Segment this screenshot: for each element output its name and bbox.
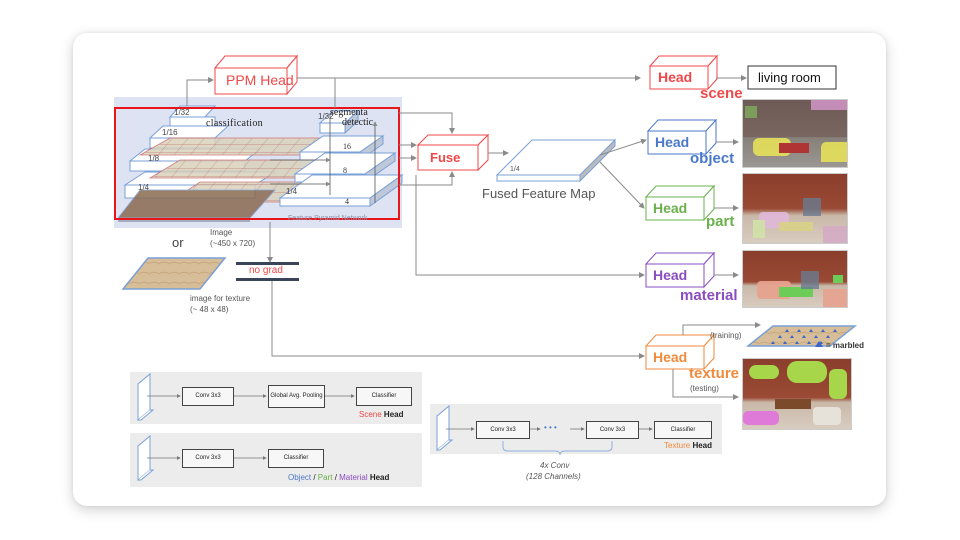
scene-head-caption: Scene Head [359,411,403,419]
texture-image-label-1: image for texture [190,294,251,303]
ppm-head-box [213,54,299,96]
texture-caption-rest: Head [690,441,713,450]
scene-conv-block: Conv 3x3 [182,387,234,406]
material-task-label: material [680,287,738,304]
texture-caption-colored: Texture [664,441,691,450]
material-head-box [644,251,716,289]
object-segmentation-image [742,99,848,168]
object-head-label: Head [655,134,690,150]
scene-head-box [648,54,719,91]
connection-arrows [186,75,761,400]
texture-head-label: Head [653,349,688,365]
fuse-box [416,133,490,172]
texture-image-label-2: (~ 48 x 48) [190,305,229,314]
scale-label-1-16: 1/16 [162,128,178,137]
opm-head-caption: Object / Part / Material Head [288,474,389,482]
texture-head-caption: Texture Head [664,442,712,450]
scale-label-1-32: 1/32 [174,108,190,117]
image-size-label-2: (~450 x 720) [210,239,256,248]
material-segmentation-image [742,250,848,308]
fused-scale-label: 1/4 [510,166,520,173]
part-head-box [644,184,716,222]
no-grad-label: no grad [249,265,283,276]
object-head-box [646,118,718,156]
fpn-arrows [270,115,378,203]
texture-segmentation-image [742,358,852,430]
image-size-label-1: Image [210,228,233,237]
texture-classifier-block: Classifier [654,421,712,439]
fuse-label: Fuse [430,150,461,165]
scene-result-box [747,65,837,90]
scene-head-label: Head [658,69,693,85]
opm-caption-sep-2: / [332,473,340,482]
texture-input-image [121,257,227,290]
texture-conv-block-first: Conv 3x3 [476,421,530,439]
opm-caption-part: Part [317,473,333,482]
scale-label-right-1-4: 1/4 [286,187,298,196]
pyramid-right [278,109,404,207]
opm-caption-rest: Head [367,473,390,482]
scene-classifier-block: Classifier [356,387,412,406]
texture-head-box [644,333,716,371]
scene-result-label: living room [758,70,821,85]
opm-caption-sep-1: / [311,473,318,482]
feature-slab-icons [137,372,454,482]
part-task-label: part [706,213,735,230]
scale-label-right-16: 16 [343,142,351,151]
ppm-head-label: PPM Head [226,72,294,88]
channels-label: (128 Channels) [526,472,581,481]
material-head-label: Head [653,267,688,283]
overlay-detection: detectic [342,117,374,128]
scene-gap-block: Global Avg. Pooling [268,385,325,408]
marbled-legend-icon [815,341,823,347]
texture-conv-dots: • • • [544,423,557,432]
opm-conv-block: Conv 3x3 [182,449,234,468]
overlay-segmentation: segmenta [330,107,368,118]
scene-task-label: scene [700,85,743,102]
overlay-classification: classification [206,118,263,129]
texture-testing-label: (testing) [690,384,719,393]
texture-conv-block-last: Conv 3x3 [586,421,639,439]
marbled-legend-label: = marbled [826,341,865,350]
part-head-label: Head [653,200,688,216]
scale-label-right-8: 8 [343,166,347,175]
texture-training-patch [745,325,858,347]
no-grad-bar-top [236,262,299,265]
opm-caption-object: Object [288,473,312,482]
fused-feature-map [495,138,617,183]
texture-training-label: (training) [710,331,742,340]
scale-label-1-8: 1/8 [148,154,160,163]
head-detail-arrows [147,394,653,460]
or-label: or [172,235,184,250]
object-task-label: object [690,150,735,167]
scene-caption-rest: Head [381,410,404,419]
scale-label-right-4: 4 [345,197,349,206]
scale-label-right-1-32: 1/32 [318,112,334,121]
opm-classifier-block: Classifier [268,449,324,468]
four-conv-brace [502,441,613,456]
fused-feature-map-caption: Fused Feature Map [482,186,596,201]
scale-label-1-4: 1/4 [138,183,150,192]
backbone-highlight [114,107,400,220]
opm-caption-material: Material [339,473,368,482]
texture-task-label: texture [689,365,740,382]
no-grad-bar-bottom [236,278,299,281]
part-segmentation-image [742,173,848,244]
scene-caption-colored: Scene [359,410,382,419]
fpn-caption: Feature Pyramid Network [288,215,368,222]
four-conv-label: 4x Conv [540,461,570,470]
